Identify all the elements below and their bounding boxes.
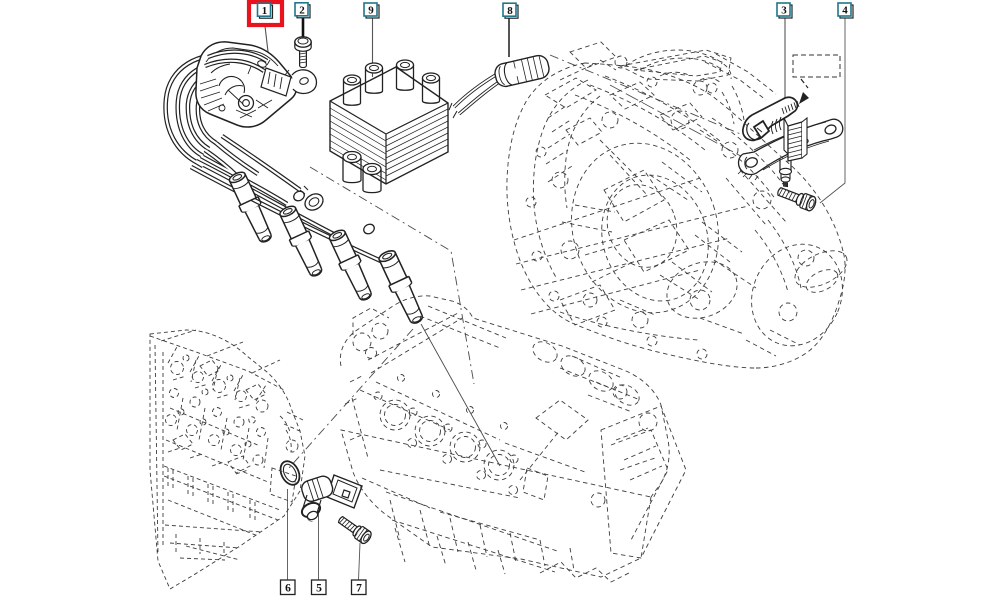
svg-text:2: 2 bbox=[299, 5, 305, 17]
svg-text:4: 4 bbox=[842, 5, 848, 17]
svg-text:9: 9 bbox=[368, 5, 374, 17]
svg-text:6: 6 bbox=[285, 583, 291, 595]
svg-text:3: 3 bbox=[781, 5, 787, 17]
svg-text:8: 8 bbox=[507, 5, 513, 17]
svg-text:5: 5 bbox=[316, 583, 322, 595]
svg-text:1: 1 bbox=[262, 5, 268, 17]
svg-text:7: 7 bbox=[356, 583, 362, 595]
